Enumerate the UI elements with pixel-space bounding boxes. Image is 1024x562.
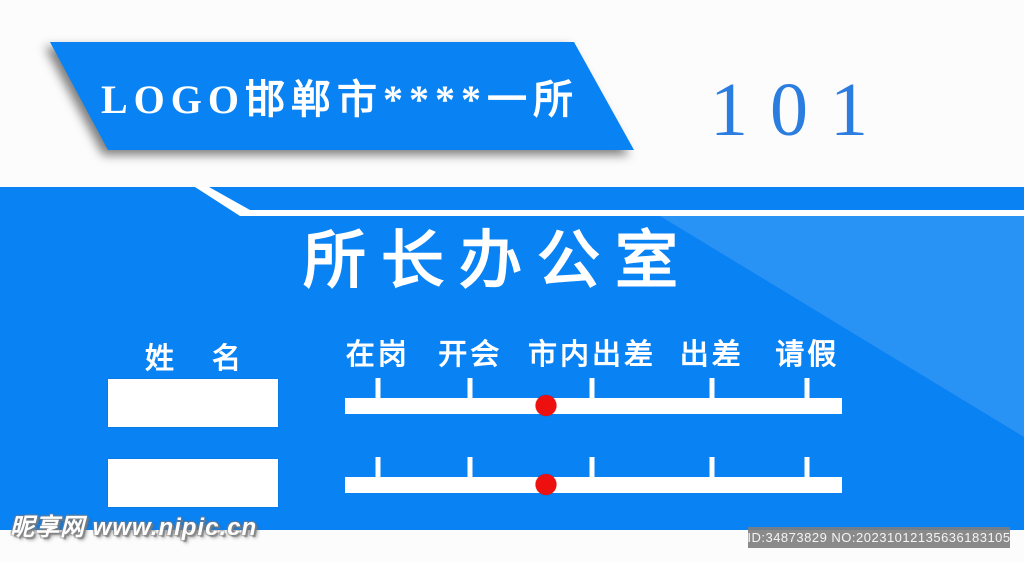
name-plate-slot-2 bbox=[108, 459, 278, 507]
banner-parallelogram: LOGO邯郸市****一所 bbox=[50, 42, 634, 150]
name-plate-slot-1 bbox=[108, 379, 278, 427]
status-option-city-trip: 市内出差 bbox=[527, 339, 657, 371]
status-track-1 bbox=[345, 378, 842, 418]
tick-mark bbox=[375, 457, 381, 478]
org-name: LOGO邯郸市****一所 bbox=[100, 77, 580, 122]
tick-mark bbox=[804, 378, 810, 399]
status-track-2 bbox=[345, 457, 842, 497]
status-option-leave: 请假 bbox=[775, 339, 840, 371]
tick-mark bbox=[467, 457, 473, 478]
tick-mark bbox=[804, 457, 810, 478]
name-label: 姓 名 bbox=[144, 343, 242, 375]
tick-mark bbox=[709, 378, 715, 399]
status-option-meeting: 开会 bbox=[438, 339, 503, 371]
office-title: 所长办公室 bbox=[303, 226, 693, 296]
site-watermark: 昵享网 www.nipic.cn bbox=[10, 514, 258, 541]
diagonal-accent-line bbox=[195, 187, 1024, 216]
main-panel: 所长办公室 姓 名 在岗 开会 市内出差 出差 请假 bbox=[0, 187, 1024, 530]
tick-mark bbox=[467, 378, 473, 399]
status-option-on-duty: 在岗 bbox=[345, 339, 410, 371]
tick-mark bbox=[709, 457, 715, 478]
image-id-text: ID:34873829 NO:20231012135636183105 bbox=[747, 530, 1011, 545]
image-id-bar: ID:34873829 NO:20231012135636183105 bbox=[747, 527, 1011, 548]
slider-rail bbox=[345, 398, 842, 414]
tick-mark bbox=[589, 457, 595, 478]
tick-mark bbox=[375, 378, 381, 399]
status-options-row: 在岗 开会 市内出差 出差 请假 bbox=[345, 339, 842, 373]
status-option-business-trip: 出差 bbox=[679, 339, 744, 371]
status-indicator-dot-1 bbox=[535, 395, 557, 416]
tick-mark bbox=[589, 378, 595, 399]
status-indicator-dot-2 bbox=[535, 474, 557, 495]
org-banner: LOGO邯郸市****一所 bbox=[0, 42, 700, 150]
slider-rail bbox=[345, 477, 842, 493]
room-number: 101 bbox=[710, 68, 890, 152]
